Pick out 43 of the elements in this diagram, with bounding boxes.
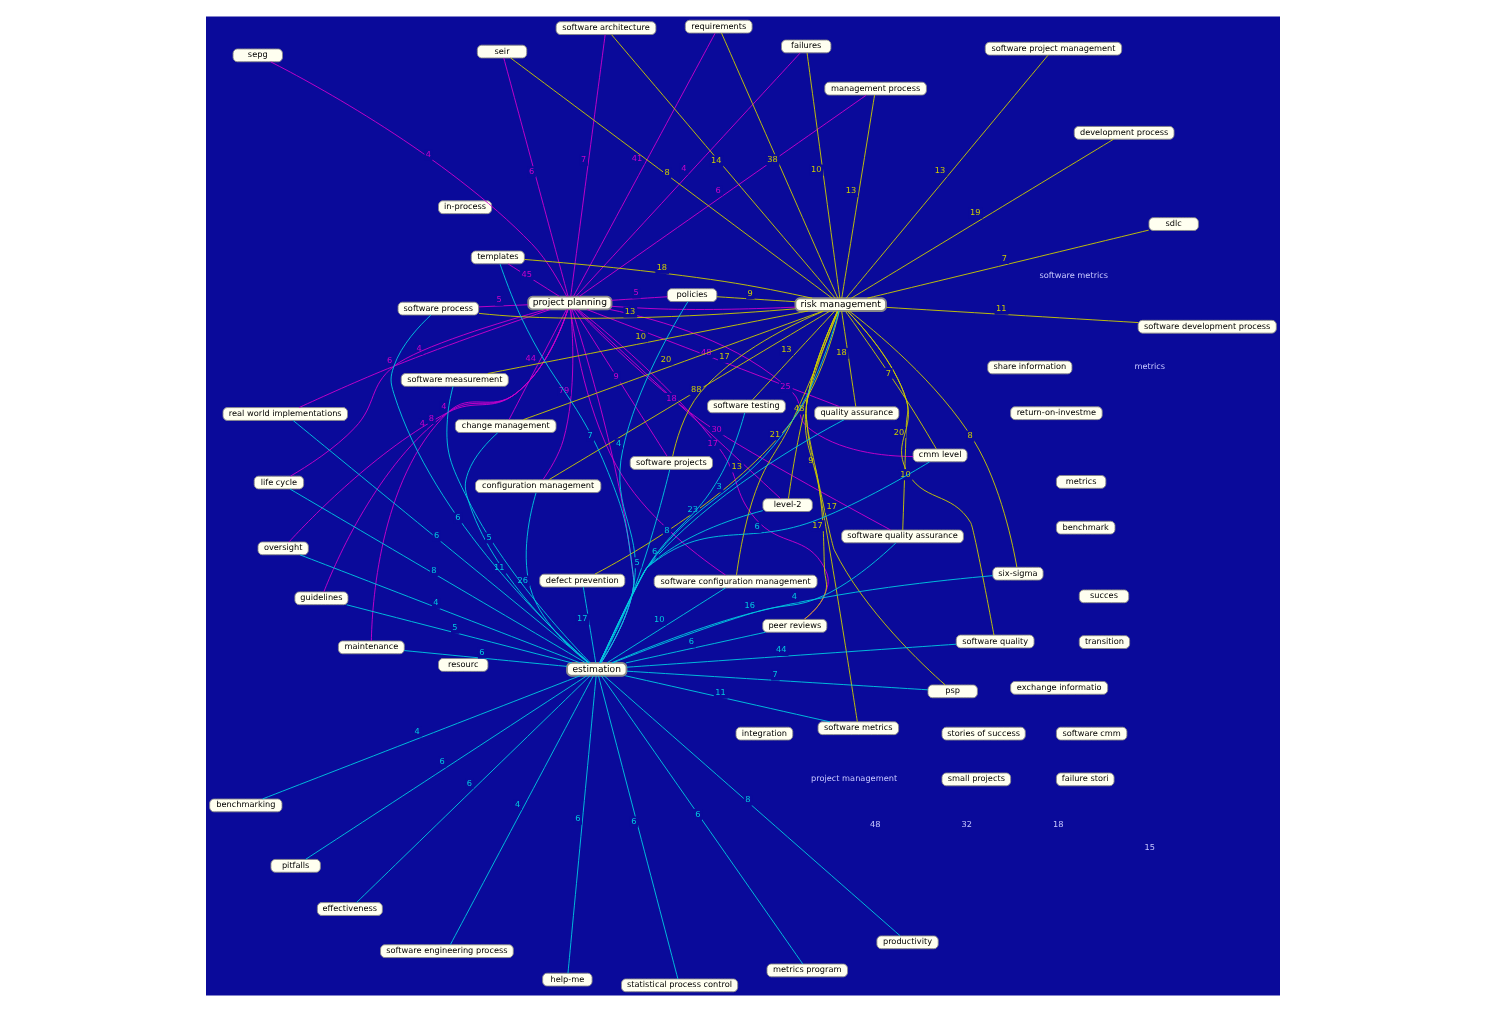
connector [370,309,569,642]
connector [600,675,804,965]
connector [567,675,597,974]
connector [716,296,796,303]
connector [582,586,597,664]
connector [346,604,573,664]
connector [841,310,857,408]
connector [449,675,594,946]
connector [845,311,937,450]
connector [866,229,1150,299]
connector [356,675,591,903]
connector [573,309,668,457]
connector [672,310,825,457]
connector [848,310,1018,568]
connector [289,488,587,664]
connector [499,263,635,664]
connector [885,306,1139,323]
connector [487,310,809,374]
connector [299,554,581,664]
connector [611,296,668,301]
connector [503,57,569,297]
connector [606,587,726,664]
connector [290,308,547,477]
connector [611,305,796,310]
connector [752,310,835,401]
connector [262,675,581,800]
connector [298,309,551,408]
connector [598,675,679,980]
connector [600,301,689,664]
connector [270,61,568,297]
connector [305,675,588,860]
connector [570,34,606,297]
connector [851,138,1114,299]
connector [508,309,567,420]
connector [599,419,845,664]
connector [548,310,831,481]
connector [403,650,568,667]
connector [507,263,560,297]
connector [323,309,569,593]
connector [478,304,529,308]
connector [847,310,995,636]
connector [624,675,831,723]
connector [625,631,766,664]
